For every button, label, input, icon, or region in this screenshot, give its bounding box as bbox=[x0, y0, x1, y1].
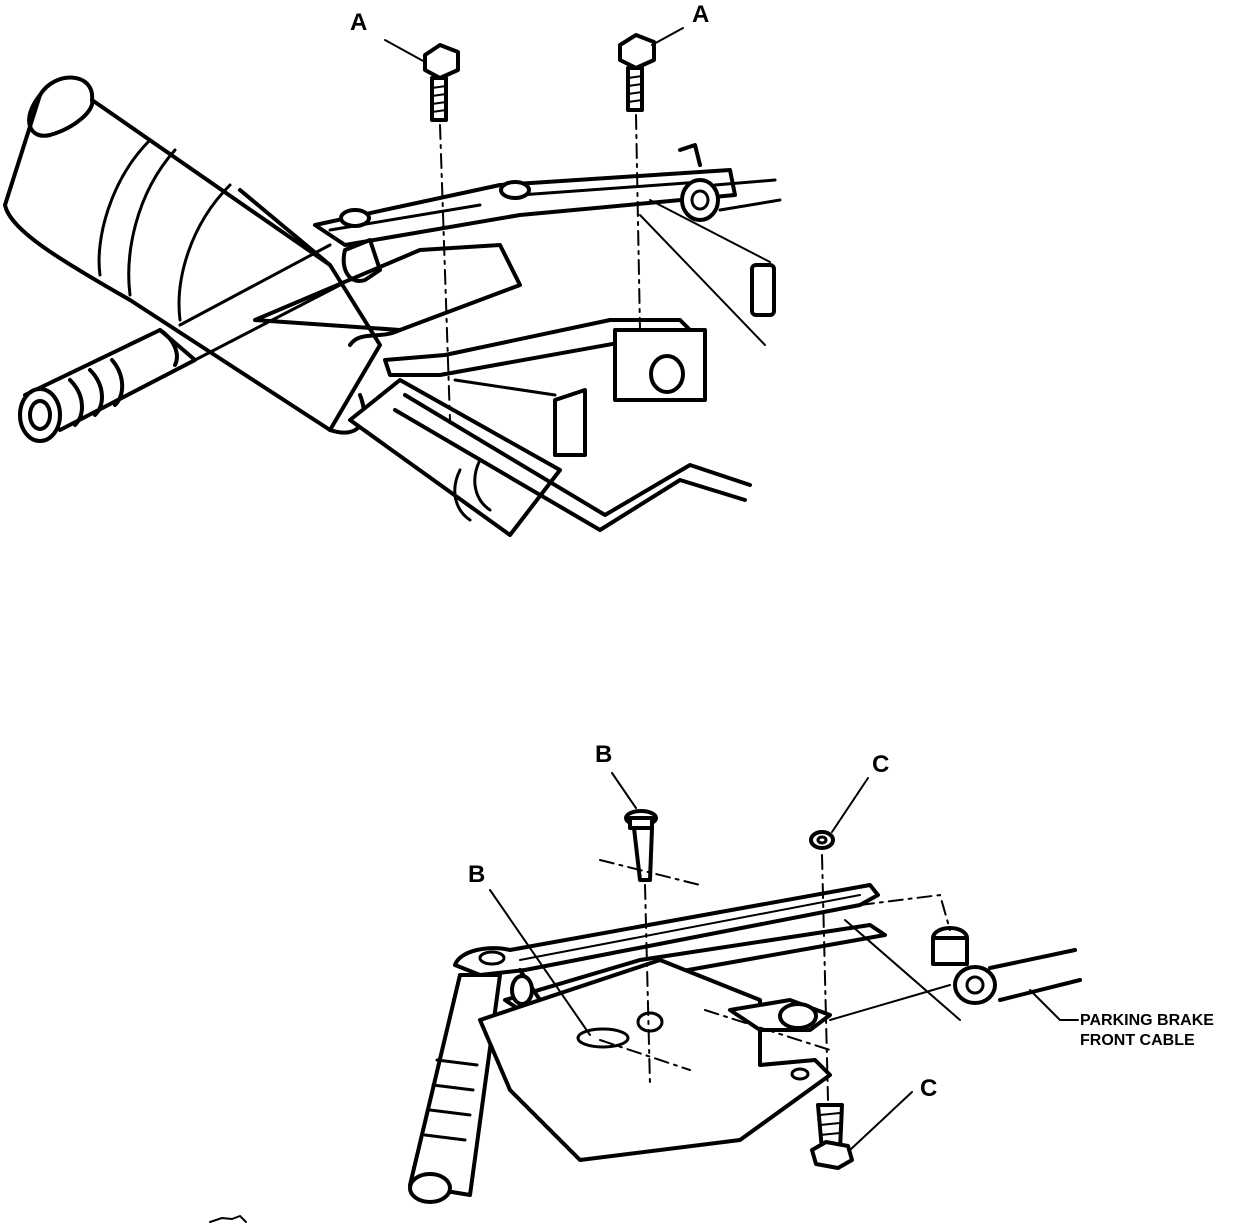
upper-view-assembly: A A bbox=[3, 1, 782, 537]
parking-brake-front-cable-label-line2: FRONT CABLE bbox=[1080, 1032, 1195, 1049]
centerline-c bbox=[821, 854, 829, 1101]
leader-a-right bbox=[651, 27, 684, 46]
right-bracket bbox=[639, 143, 782, 346]
bolt-b-top bbox=[624, 809, 658, 882]
callout-a-left: A bbox=[350, 9, 367, 36]
callout-b-left: B bbox=[468, 861, 485, 888]
column-tube bbox=[3, 75, 382, 435]
centerline-cross-1 bbox=[599, 859, 701, 886]
bolt-a-right bbox=[618, 33, 656, 112]
upper-lever-plate bbox=[253, 168, 737, 347]
centerline-cross-4 bbox=[704, 1009, 831, 1051]
centerline-cross-3 bbox=[859, 894, 951, 931]
callout-c-top: C bbox=[872, 751, 889, 778]
leader-c-top bbox=[831, 777, 869, 833]
centerline-b-top bbox=[644, 884, 651, 1086]
callout-a-right: A bbox=[692, 1, 709, 28]
leader-b-top bbox=[611, 772, 637, 809]
mounting-plate bbox=[383, 318, 707, 457]
release-handle bbox=[18, 243, 342, 443]
centerline-a-left bbox=[439, 124, 451, 421]
parking-brake-front-cable-label-line1: PARKING BRAKE bbox=[1080, 1012, 1214, 1029]
lower-view-assembly: B B C C PARKING BRAKE FRONT CABLE bbox=[408, 741, 1214, 1204]
callout-b-top: B bbox=[595, 741, 612, 768]
callout-c-bottom: C bbox=[920, 1075, 937, 1102]
lower-housing bbox=[348, 378, 562, 537]
lower-upper-plate bbox=[453, 883, 880, 977]
centerline-cross-2 bbox=[599, 1039, 691, 1071]
centerline-a-right bbox=[635, 114, 641, 331]
registration-mark bbox=[209, 1215, 247, 1223]
bolt-c-bottom bbox=[810, 1103, 854, 1170]
lower-handle bbox=[408, 973, 502, 1204]
cable-bracket bbox=[829, 919, 1082, 1021]
leader-b-left bbox=[489, 889, 591, 1036]
bracket-rod bbox=[393, 393, 752, 532]
leader-parking-brake-cable bbox=[1029, 989, 1079, 1021]
leader-c-bottom bbox=[849, 1091, 913, 1151]
bolt-a-left bbox=[423, 43, 460, 122]
nut-c-top bbox=[809, 830, 835, 850]
leader-a-left bbox=[384, 39, 426, 63]
